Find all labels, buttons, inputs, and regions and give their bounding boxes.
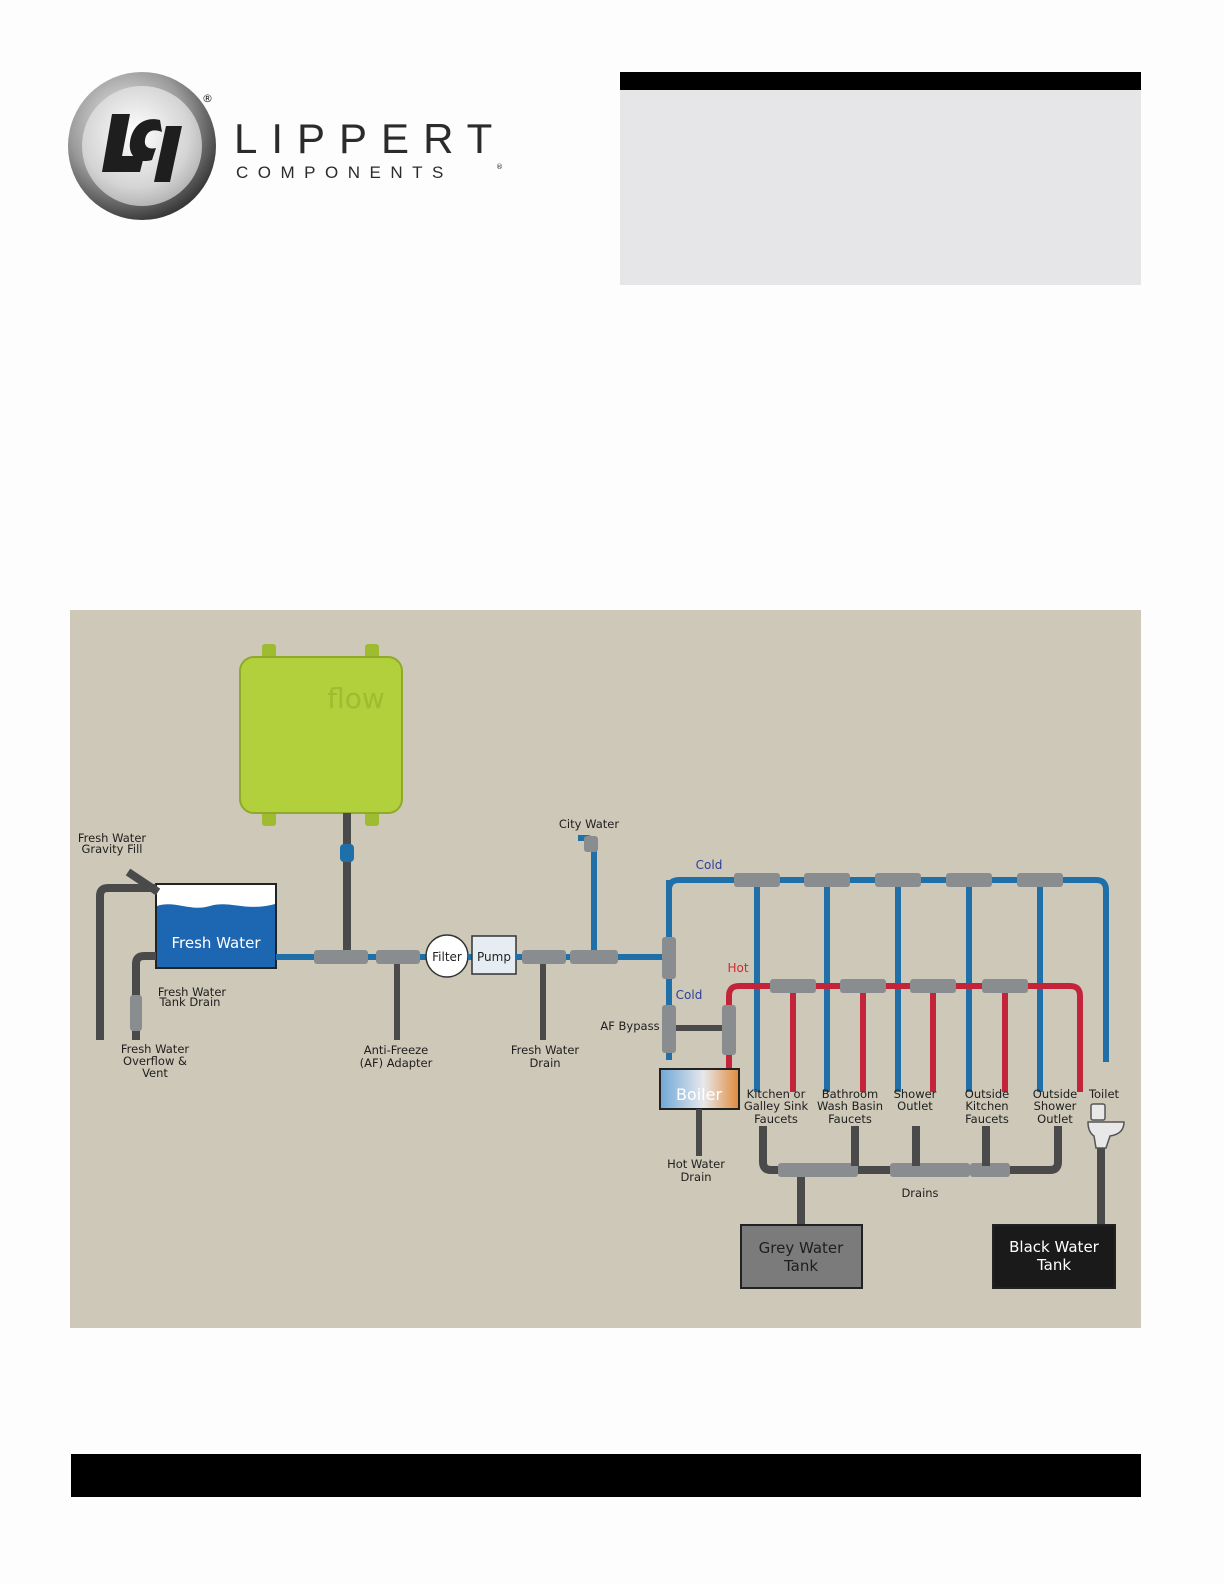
black-water-tank <box>992 1224 1116 1289</box>
label-toilet: Toilet <box>1088 1087 1120 1101</box>
label-outside-kitchen-1: Outside <box>965 1087 1009 1101</box>
label-outside-shower-1: Outside <box>1033 1087 1077 1101</box>
label-outside-kitchen-2: Kitchen <box>965 1099 1008 1113</box>
label-gravity-fill-1: Fresh Water <box>78 831 147 845</box>
label-shower-1: Shower <box>894 1087 937 1101</box>
label-hot: Hot <box>727 961 748 975</box>
label-fw-drain-1: Fresh Water <box>511 1043 580 1057</box>
label-overflow-2: Overflow & <box>123 1054 187 1068</box>
header-bar <box>620 72 1141 90</box>
fresh-water-tank: Fresh Water <box>155 883 277 969</box>
grey-tank-label-2: Tank <box>783 1257 818 1275</box>
label-bathroom-2: Wash Basin <box>817 1099 883 1113</box>
pump-icon <box>471 935 517 975</box>
footer-bar <box>71 1454 1141 1497</box>
label-drains: Drains <box>901 1186 938 1200</box>
device-valve <box>340 844 354 862</box>
black-tank-label-1: Black Water <box>1009 1238 1100 1256</box>
label-city-water: City Water <box>559 817 619 831</box>
label-bathroom-3: Faucets <box>828 1112 872 1126</box>
plumbing-diagram: flow Fresh Water Filter Pump <box>70 610 1141 1328</box>
label-fw-drain-2: Drain <box>529 1056 560 1070</box>
label-kitchen-1: Kitchen or <box>747 1087 806 1101</box>
grey-tank-label-1: Grey Water <box>759 1239 845 1257</box>
label-bathroom-1: Bathroom <box>822 1087 878 1101</box>
document-header-panel <box>620 72 1141 285</box>
logo-subwordmark: COMPONENTS <box>236 163 453 182</box>
label-outside-shower-3: Outlet <box>1037 1112 1073 1126</box>
label-outside-kitchen-3: Faucets <box>965 1112 1009 1126</box>
label-overflow-3: Vent <box>142 1066 168 1080</box>
registered-mark: ® <box>202 92 213 105</box>
filter-label: Filter <box>432 950 462 964</box>
label-kitchen-2: Galley Sink <box>744 1099 809 1113</box>
label-gravity-fill-2: Gravity Fill <box>81 842 142 856</box>
label-cold-side: Cold <box>676 988 703 1002</box>
boiler-icon <box>659 1068 740 1110</box>
lci-monogram-icon <box>102 114 182 182</box>
toilet-icon <box>1087 1103 1125 1149</box>
registered-mark-small: ® <box>496 163 503 171</box>
label-overflow-1: Fresh Water <box>121 1042 190 1056</box>
label-cold-top: Cold <box>696 858 723 872</box>
label-shower-2: Outlet <box>897 1099 933 1113</box>
label-tank-drain-1: Fresh Water <box>158 985 227 999</box>
label-kitchen-3: Faucets <box>754 1112 798 1126</box>
lippert-logo: ® LIPPERT COMPONENTS ® <box>68 72 508 222</box>
device-brand: flow <box>327 682 385 715</box>
label-outside-shower-2: Shower <box>1034 1099 1077 1113</box>
label-af-adapter-1: Anti-Freeze <box>364 1043 429 1057</box>
label-hot-water-drain-1: Hot Water <box>667 1157 725 1171</box>
grey-water-tank <box>740 1224 863 1289</box>
label-af-bypass: AF Bypass <box>600 1019 659 1033</box>
logo-wordmark: LIPPERT <box>234 115 507 162</box>
pump-label: Pump <box>477 950 511 964</box>
label-af-adapter-2: (AF) Adapter <box>360 1056 433 1070</box>
fresh-water-tank-label: Fresh Water <box>171 934 261 952</box>
flow-device: flow <box>239 644 403 826</box>
boiler-label: Boiler <box>676 1085 723 1104</box>
black-tank-label-2: Tank <box>1036 1256 1071 1274</box>
label-hot-water-drain-2: Drain <box>680 1170 711 1184</box>
label-tank-drain-2: Tank Drain <box>159 995 221 1009</box>
